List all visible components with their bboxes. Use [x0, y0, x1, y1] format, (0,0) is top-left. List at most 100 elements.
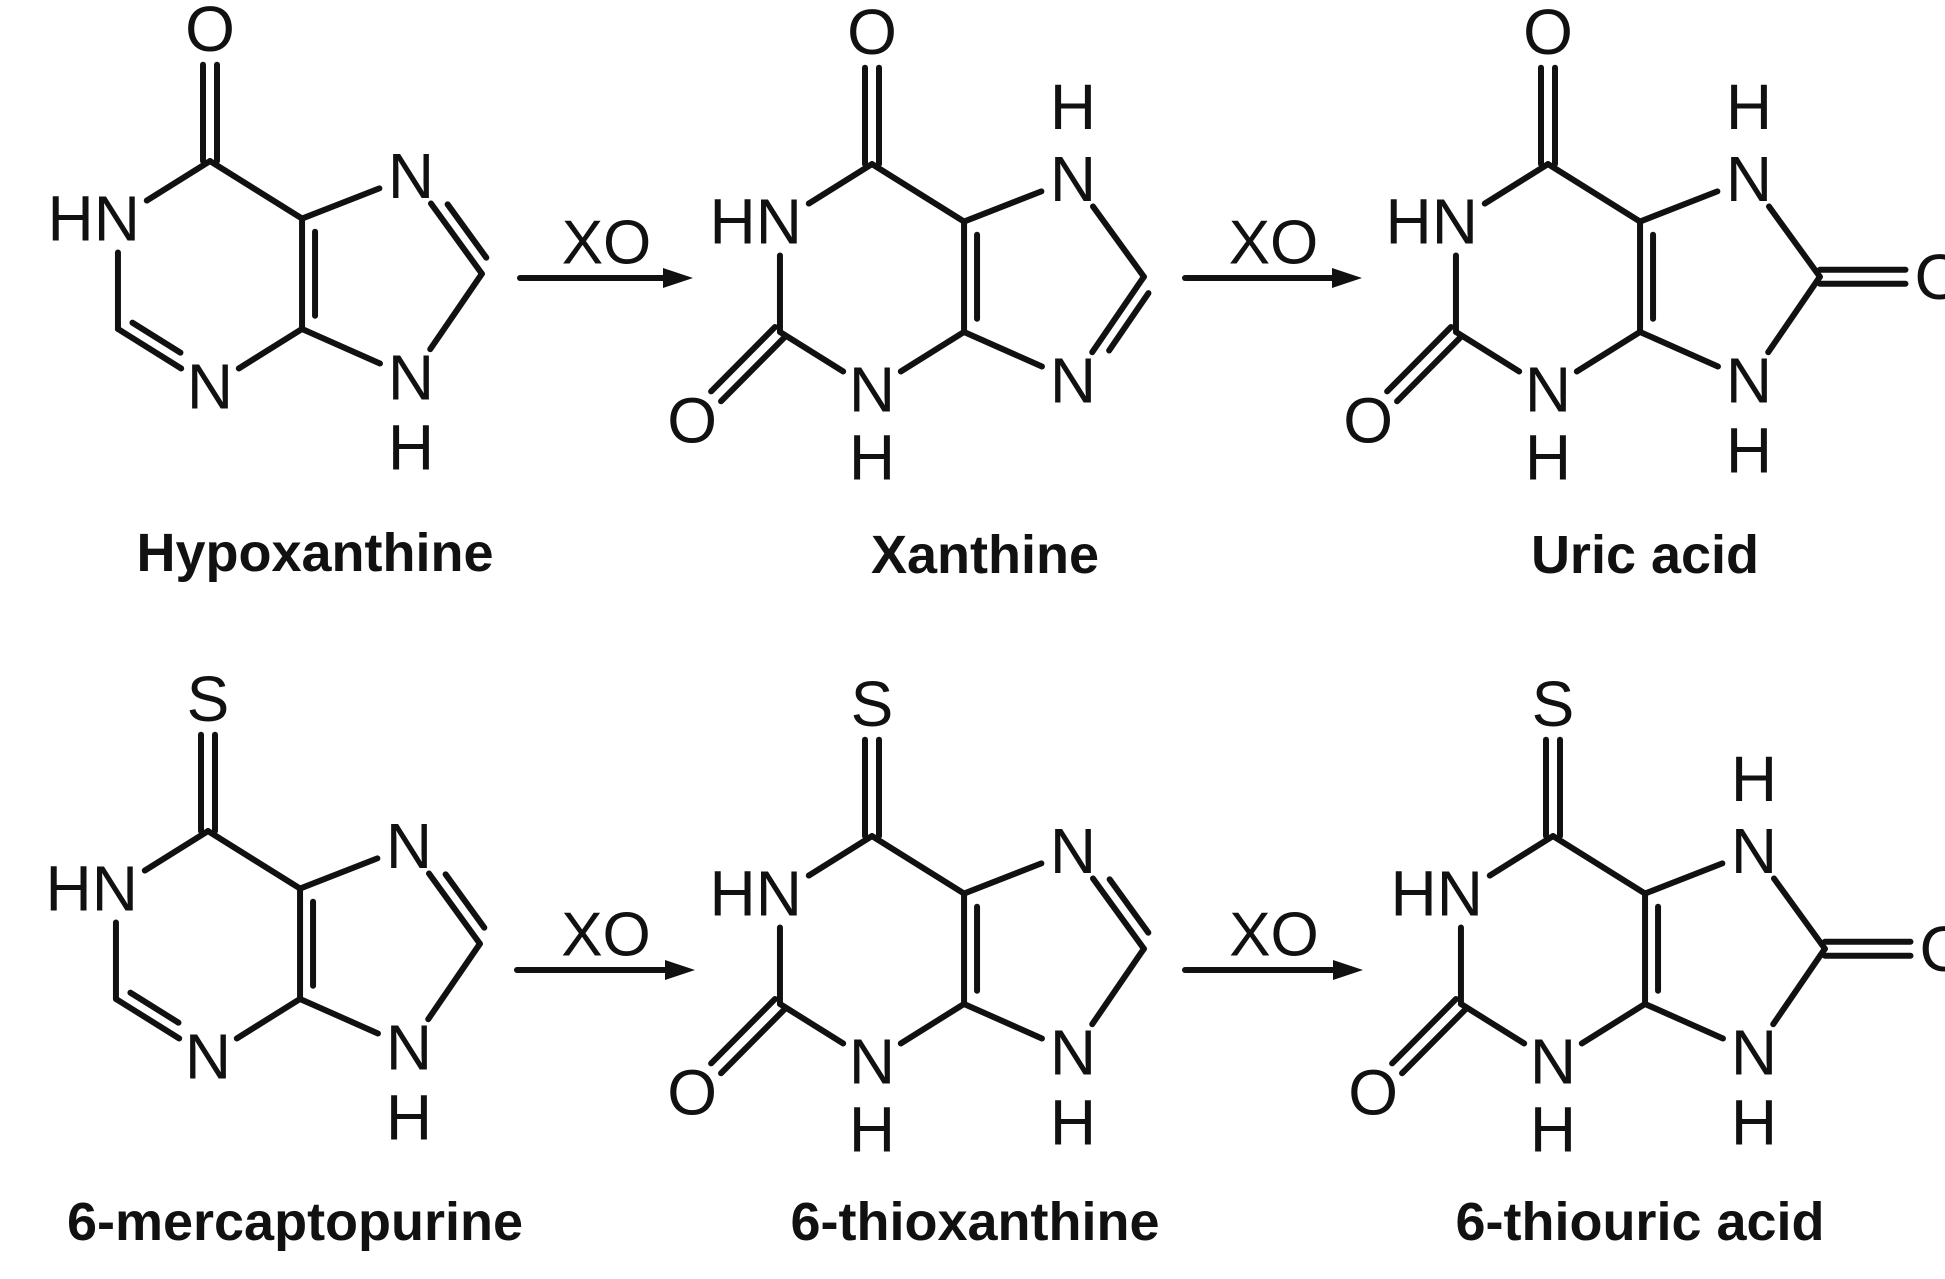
bond-c2-n3	[776, 1000, 847, 1047]
bond-c5-n7	[961, 188, 1045, 225]
atom-n9-h: H	[1731, 1086, 1777, 1158]
enzyme-label-xo: XO	[561, 901, 651, 970]
bond-c2-n3-double	[129, 319, 184, 356]
bond-c2-n3	[776, 328, 847, 375]
atom-n7-h: H	[1726, 71, 1772, 143]
atom-n9: N	[1050, 344, 1096, 416]
bond-c8-n9	[427, 270, 485, 353]
atom-o2: O	[1348, 1057, 1398, 1129]
atom-n7: N	[1726, 143, 1772, 215]
atom-n7-h: H	[1050, 71, 1096, 143]
bond-n3-c4	[1573, 328, 1644, 375]
atom-o6: O	[185, 0, 235, 65]
enzyme-label-xo: XO	[1229, 209, 1319, 278]
bond-c2-o2-double	[718, 1005, 788, 1077]
bond-n9-c4	[961, 328, 1045, 370]
atom-n9-h: H	[386, 1081, 432, 1153]
bond-c6-n1	[805, 161, 875, 207]
bond-c5-n7	[1637, 188, 1721, 225]
bond-c2-o2-double	[718, 333, 788, 405]
bond-c6-n1	[141, 828, 211, 874]
reaction-arrow-head	[1333, 960, 1363, 980]
bond-c2-o2-double	[1399, 1005, 1469, 1077]
enzyme-label-xo: XO	[562, 209, 652, 278]
atom-o2: O	[1343, 385, 1393, 457]
bond-c5-c6	[1545, 161, 1644, 225]
atom-o6: O	[847, 0, 897, 68]
bond-c5-c6	[207, 158, 306, 222]
bond-c8-n9	[1765, 273, 1823, 356]
atom-n9: N	[386, 1011, 432, 1083]
bond-c2-o2	[708, 324, 778, 395]
atom-n3: N	[849, 353, 895, 425]
atom-n9: N	[388, 341, 434, 413]
bond-c5-n7	[297, 855, 381, 892]
atom-n3-h: H	[849, 421, 895, 493]
bond-c2-n3-double	[127, 989, 182, 1026]
bond-c6-n1	[805, 833, 875, 879]
bond-n9-c4	[299, 325, 383, 367]
atom-s6: S	[1532, 668, 1575, 740]
compound-name: 6-mercaptopurine	[67, 1192, 523, 1252]
bond-c5-n7	[299, 185, 383, 222]
bond-n7-c8	[1089, 203, 1147, 280]
compound-name: Hypoxanthine	[136, 523, 493, 583]
atom-n1-hn: HN	[46, 853, 138, 925]
bond-n9-c4	[1642, 1000, 1726, 1042]
reaction-arrow-head	[1332, 268, 1362, 288]
bond-c5-c6	[205, 828, 304, 892]
bond-c5-c6	[1550, 833, 1649, 897]
atom-n3-h: H	[1525, 421, 1571, 493]
atom-n3-h: H	[849, 1093, 895, 1165]
atom-n1-hn: HN	[1386, 186, 1478, 258]
bond-n7-c8-double	[444, 201, 490, 261]
atom-n3: N	[1525, 353, 1571, 425]
bond-c5-n7	[1642, 860, 1726, 897]
bond-n7-c8	[1765, 203, 1823, 280]
bond-c5-n7	[961, 860, 1045, 897]
atom-o2: O	[667, 385, 717, 457]
atom-n9-h: H	[1726, 414, 1772, 486]
bond-n7-c8	[425, 870, 483, 947]
bond-n9-c4	[1637, 328, 1721, 370]
bond-c8-n9	[1089, 945, 1147, 1028]
atom-n3: N	[849, 1025, 895, 1097]
atom-n7: N	[1050, 143, 1096, 215]
atom-o2: O	[667, 1057, 717, 1129]
atom-n9: N	[1731, 1016, 1777, 1088]
bond-c5-c6	[869, 833, 968, 897]
compound-name: Uric acid	[1531, 525, 1759, 585]
bond-n3-c4	[235, 325, 306, 372]
bond-n3-c4	[897, 328, 968, 375]
bond-c6-n1	[1481, 161, 1551, 207]
bond-c2-n3	[114, 325, 185, 372]
atom-n9: N	[1050, 1016, 1096, 1088]
atom-n1-hn: HN	[1391, 858, 1483, 930]
atom-n3: N	[185, 1020, 231, 1092]
bond-n7-c8	[427, 200, 485, 277]
atom-n9: N	[1726, 344, 1772, 416]
atom-n9-h: H	[1050, 1086, 1096, 1158]
bond-c2-n3	[112, 995, 183, 1042]
reaction-arrow-head	[665, 960, 695, 980]
bond-n3-c4	[233, 995, 304, 1042]
bond-n7-c8	[1770, 875, 1828, 952]
atom-o8: O	[1920, 913, 1945, 985]
atom-n7: N	[388, 140, 434, 212]
atom-n3: N	[187, 350, 233, 422]
atom-n1-hn: HN	[710, 858, 802, 930]
bond-n7-c8	[1089, 875, 1147, 952]
reaction-arrow-head	[663, 268, 693, 288]
bond-c8-n9-double	[1106, 290, 1152, 354]
bond-n3-c4	[897, 1000, 968, 1047]
bond-c2-o2	[708, 996, 778, 1067]
bond-c2-n3	[1452, 328, 1523, 375]
atom-n3: N	[1530, 1025, 1576, 1097]
atom-o8: O	[1915, 241, 1945, 313]
bond-c8-n9	[1770, 945, 1828, 1028]
atom-n7-h: H	[1731, 743, 1777, 815]
atom-o6: O	[1523, 0, 1573, 68]
bond-c2-o2	[1384, 324, 1454, 395]
